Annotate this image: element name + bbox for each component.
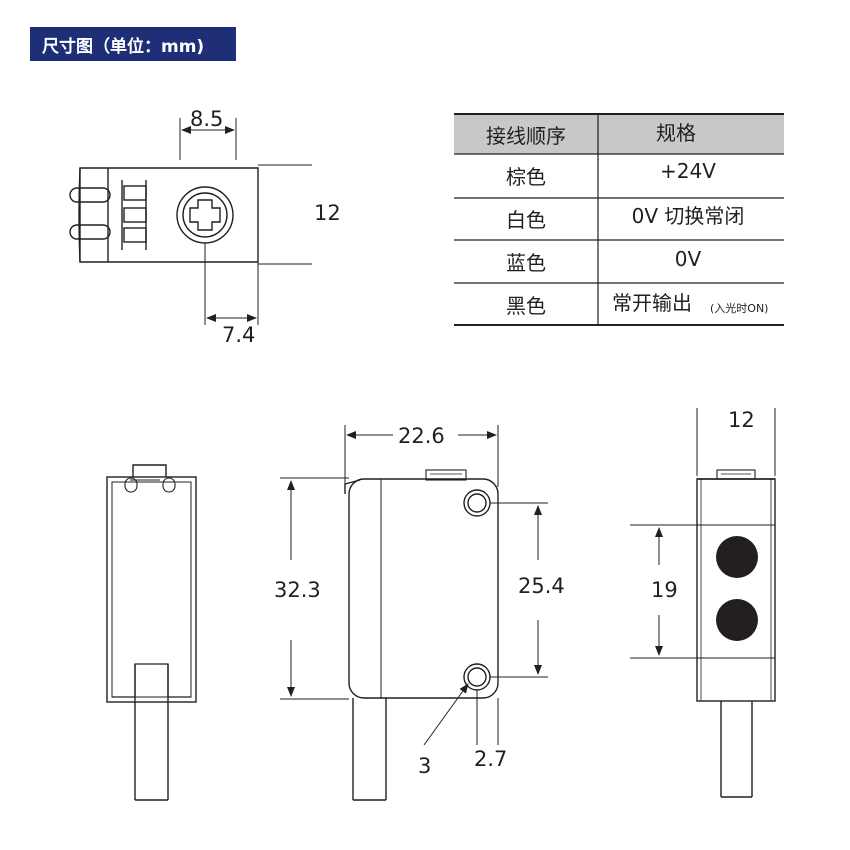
wiring-table <box>454 113 784 326</box>
table-cell-spec: +24V <box>660 159 716 183</box>
dim-hole-diameter: 3 <box>418 754 431 778</box>
lens-side-view <box>630 408 776 798</box>
section-title: 尺寸图（单位：mm) <box>30 27 236 61</box>
table-cell-color: 棕色 <box>506 165 546 189</box>
table-cell-spec: 0V 切换常闭 <box>632 204 745 228</box>
table-header-order: 接线顺序 <box>486 124 566 148</box>
top-view <box>69 118 312 325</box>
dim-front-width: 22.6 <box>398 424 445 448</box>
dim-hole-spacing: 25.4 <box>518 574 565 598</box>
dim-top-offset: 7.4 <box>222 323 255 347</box>
dim-top-height: 12 <box>314 201 341 225</box>
dim-front-height: 32.3 <box>274 578 321 602</box>
lens-icon <box>716 536 758 641</box>
table-cell-spec: 常开输出 <box>612 291 692 315</box>
dim-hole-offset: 2.7 <box>474 747 507 771</box>
table-cell-color: 白色 <box>506 208 546 232</box>
dim-top-width: 8.5 <box>190 107 223 131</box>
table-cell-note: (入光时ON) <box>710 301 768 315</box>
table-header-spec: 规格 <box>656 121 696 145</box>
left-side-view <box>106 464 197 801</box>
table-cell-spec: 0V <box>675 247 702 271</box>
dim-lens-spacing: 19 <box>651 578 678 602</box>
table-cell-color: 蓝色 <box>506 251 546 275</box>
dim-side-width: 12 <box>728 408 755 432</box>
table-cell-color: 黑色 <box>506 294 546 318</box>
front-view <box>280 425 548 801</box>
